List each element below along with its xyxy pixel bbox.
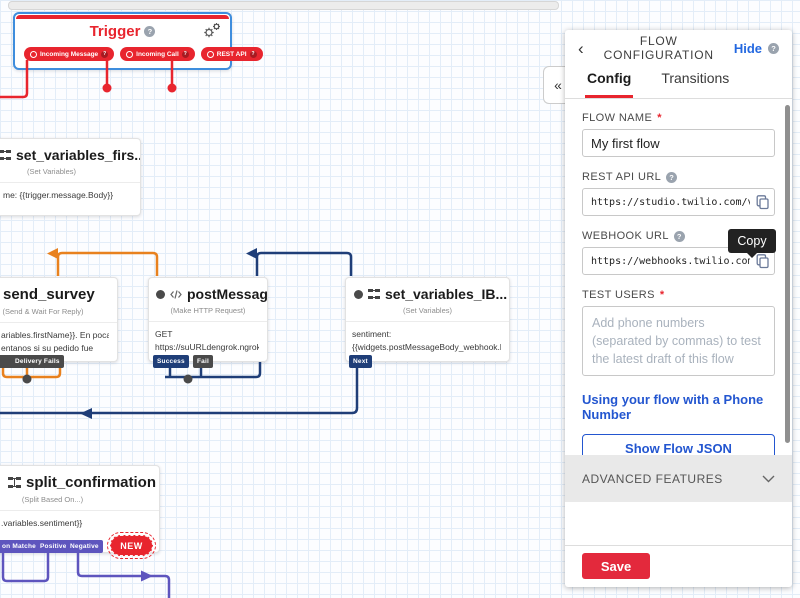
code-icon [170, 289, 182, 300]
copy-tooltip: Copy [728, 229, 776, 258]
widget-title: postMessageBo... [187, 286, 267, 302]
pill-label: Incoming Message [40, 50, 99, 58]
tag-success[interactable]: Success [153, 355, 189, 368]
widget-body: entanos si su pedido fue [1, 342, 94, 353]
widget-body: {{widgets.postMessageBody_webhook.body} [352, 341, 501, 352]
connector-negative-transition [76, 552, 171, 598]
trigger-pill-incoming-call[interactable]: Incoming Call ? [120, 47, 195, 61]
widget-body: https://suURLdengrok.ngrok.io/sentiment [155, 341, 259, 352]
split-icon [8, 476, 21, 489]
panel-title: FLOW CONFIGURATION [603, 34, 714, 62]
flow-name-label: FLOW NAME [582, 112, 653, 124]
widget-body: sentiment: [352, 329, 392, 339]
tab-config[interactable]: Config [585, 66, 634, 98]
copy-icon[interactable] [755, 253, 770, 269]
test-users-textarea[interactable] [582, 306, 775, 376]
widget-title: set_variables_IB... [385, 286, 508, 302]
widget-subtitle: (Make HTTP Request) [149, 302, 267, 322]
arrowhead-left [246, 248, 257, 259]
tag-fail[interactable]: Fail [193, 355, 213, 368]
widget-title: send_survey [3, 286, 95, 303]
widget-subtitle: (Send & Wait For Reply) [0, 303, 117, 323]
set-variables-icon [0, 149, 11, 161]
help-icon[interactable]: ? [666, 171, 678, 183]
advanced-features-label: ADVANCED FEATURES [582, 471, 723, 486]
panel-tabs: Config Transitions [565, 66, 792, 99]
save-button[interactable]: Save [582, 553, 650, 579]
connection-dot-icon[interactable] [354, 289, 363, 299]
pill-label: Incoming Call [136, 50, 179, 58]
connector-endpoint-dot[interactable] [183, 374, 193, 384]
pill-label: REST API [216, 50, 247, 58]
connector-endpoint-dot[interactable] [102, 83, 112, 93]
connection-dot-icon[interactable] [156, 289, 165, 299]
trigger-pill-rest-api[interactable]: REST API ? [200, 47, 263, 61]
widget-title: set_variables_firs... [16, 147, 140, 163]
arrowhead-left [80, 408, 92, 419]
tab-transitions[interactable]: Transitions [661, 70, 730, 86]
help-icon[interactable]: ? [768, 42, 779, 54]
new-transition-badge[interactable]: NEW [107, 532, 156, 559]
back-chevron-icon[interactable]: ‹ [578, 38, 584, 58]
widget-send-survey[interactable]: send_survey (Send & Wait For Reply) aria… [0, 277, 118, 362]
webhook-url-label: WEBHOOK URL [582, 230, 669, 242]
connector-endpoint-dot[interactable] [22, 374, 32, 384]
arrowhead-right [141, 570, 153, 582]
help-icon[interactable]: ? [144, 26, 156, 37]
flow-name-input[interactable] [582, 129, 775, 157]
widget-body: me: {{trigger.message.Body}} [3, 190, 114, 200]
panel-vertical-scrollbar[interactable] [785, 105, 790, 443]
widget-subtitle: (Set Variables) [0, 163, 140, 183]
phone-number-link[interactable]: Using your flow with a Phone Number [582, 392, 764, 422]
trigger-title: Trigger [89, 23, 141, 40]
set-variables-icon [368, 288, 380, 300]
tag-delivery-fails[interactable]: Delivery Fails [11, 355, 64, 368]
panel-footer: Save [565, 545, 792, 587]
gear-icon[interactable] [201, 22, 223, 39]
trigger-pill-incoming-message[interactable]: Incoming Message ? [24, 47, 115, 61]
copy-icon[interactable] [755, 194, 770, 210]
connector-endpoint-dot[interactable] [167, 83, 177, 93]
advanced-features-toggle[interactable]: ADVANCED FEATURES [565, 455, 792, 502]
hide-link[interactable]: Hide [733, 40, 762, 56]
chevron-down-icon [762, 475, 775, 483]
tag-no-condition-matches[interactable]: on Matches [0, 540, 44, 553]
widget-body: ariables.firstName}}. En pocas [1, 330, 109, 340]
connector-orange-loop [56, 251, 159, 276]
required-asterisk: * [657, 112, 662, 124]
circle-connector-icon [126, 50, 134, 58]
required-asterisk: * [659, 289, 665, 301]
widget-set-variables-ib[interactable]: set_variables_IB... (Set Variables) sent… [345, 277, 510, 362]
widget-body: GET [155, 329, 173, 339]
arrowhead-left [47, 248, 58, 259]
split-bracket [1, 552, 50, 583]
connector-navy-loop [255, 251, 353, 276]
help-icon[interactable]: ? [249, 50, 257, 58]
test-users-label: TEST USERS [582, 289, 655, 301]
help-icon[interactable]: ? [181, 50, 189, 58]
tag-next[interactable]: Next [349, 355, 372, 368]
widget-subtitle: (Set Variables) [346, 302, 509, 322]
trigger-red-bar [16, 15, 229, 19]
canvas-horizontal-scrollbar[interactable] [8, 1, 559, 10]
rest-api-url-label: REST API URL [582, 171, 662, 183]
widget-set-variables-first[interactable]: set_variables_firs... (Set Variables) me… [0, 138, 141, 216]
rest-api-url-input[interactable] [582, 188, 775, 216]
widget-title: split_confirmation [26, 474, 157, 491]
widget-post-message-body[interactable]: postMessageBo... (Make HTTP Request) GET… [148, 277, 268, 362]
widget-body: .variables.sentiment}} [1, 518, 83, 528]
tag-negative[interactable]: Negative [66, 540, 103, 553]
flow-configuration-panel: ‹ FLOW CONFIGURATION Hide ? Config Trans… [565, 30, 792, 587]
trigger-widget[interactable]: Trigger ? Incoming Message ? Incomi [13, 12, 263, 70]
circle-connector-icon [206, 50, 214, 58]
widget-subtitle: (Split Based On...) [0, 491, 159, 511]
help-icon[interactable]: ? [101, 50, 109, 58]
tag-positive[interactable]: Positive [36, 540, 71, 553]
help-icon[interactable]: ? [673, 230, 685, 242]
circle-connector-icon [30, 50, 37, 58]
connector-next-transition [0, 367, 359, 415]
